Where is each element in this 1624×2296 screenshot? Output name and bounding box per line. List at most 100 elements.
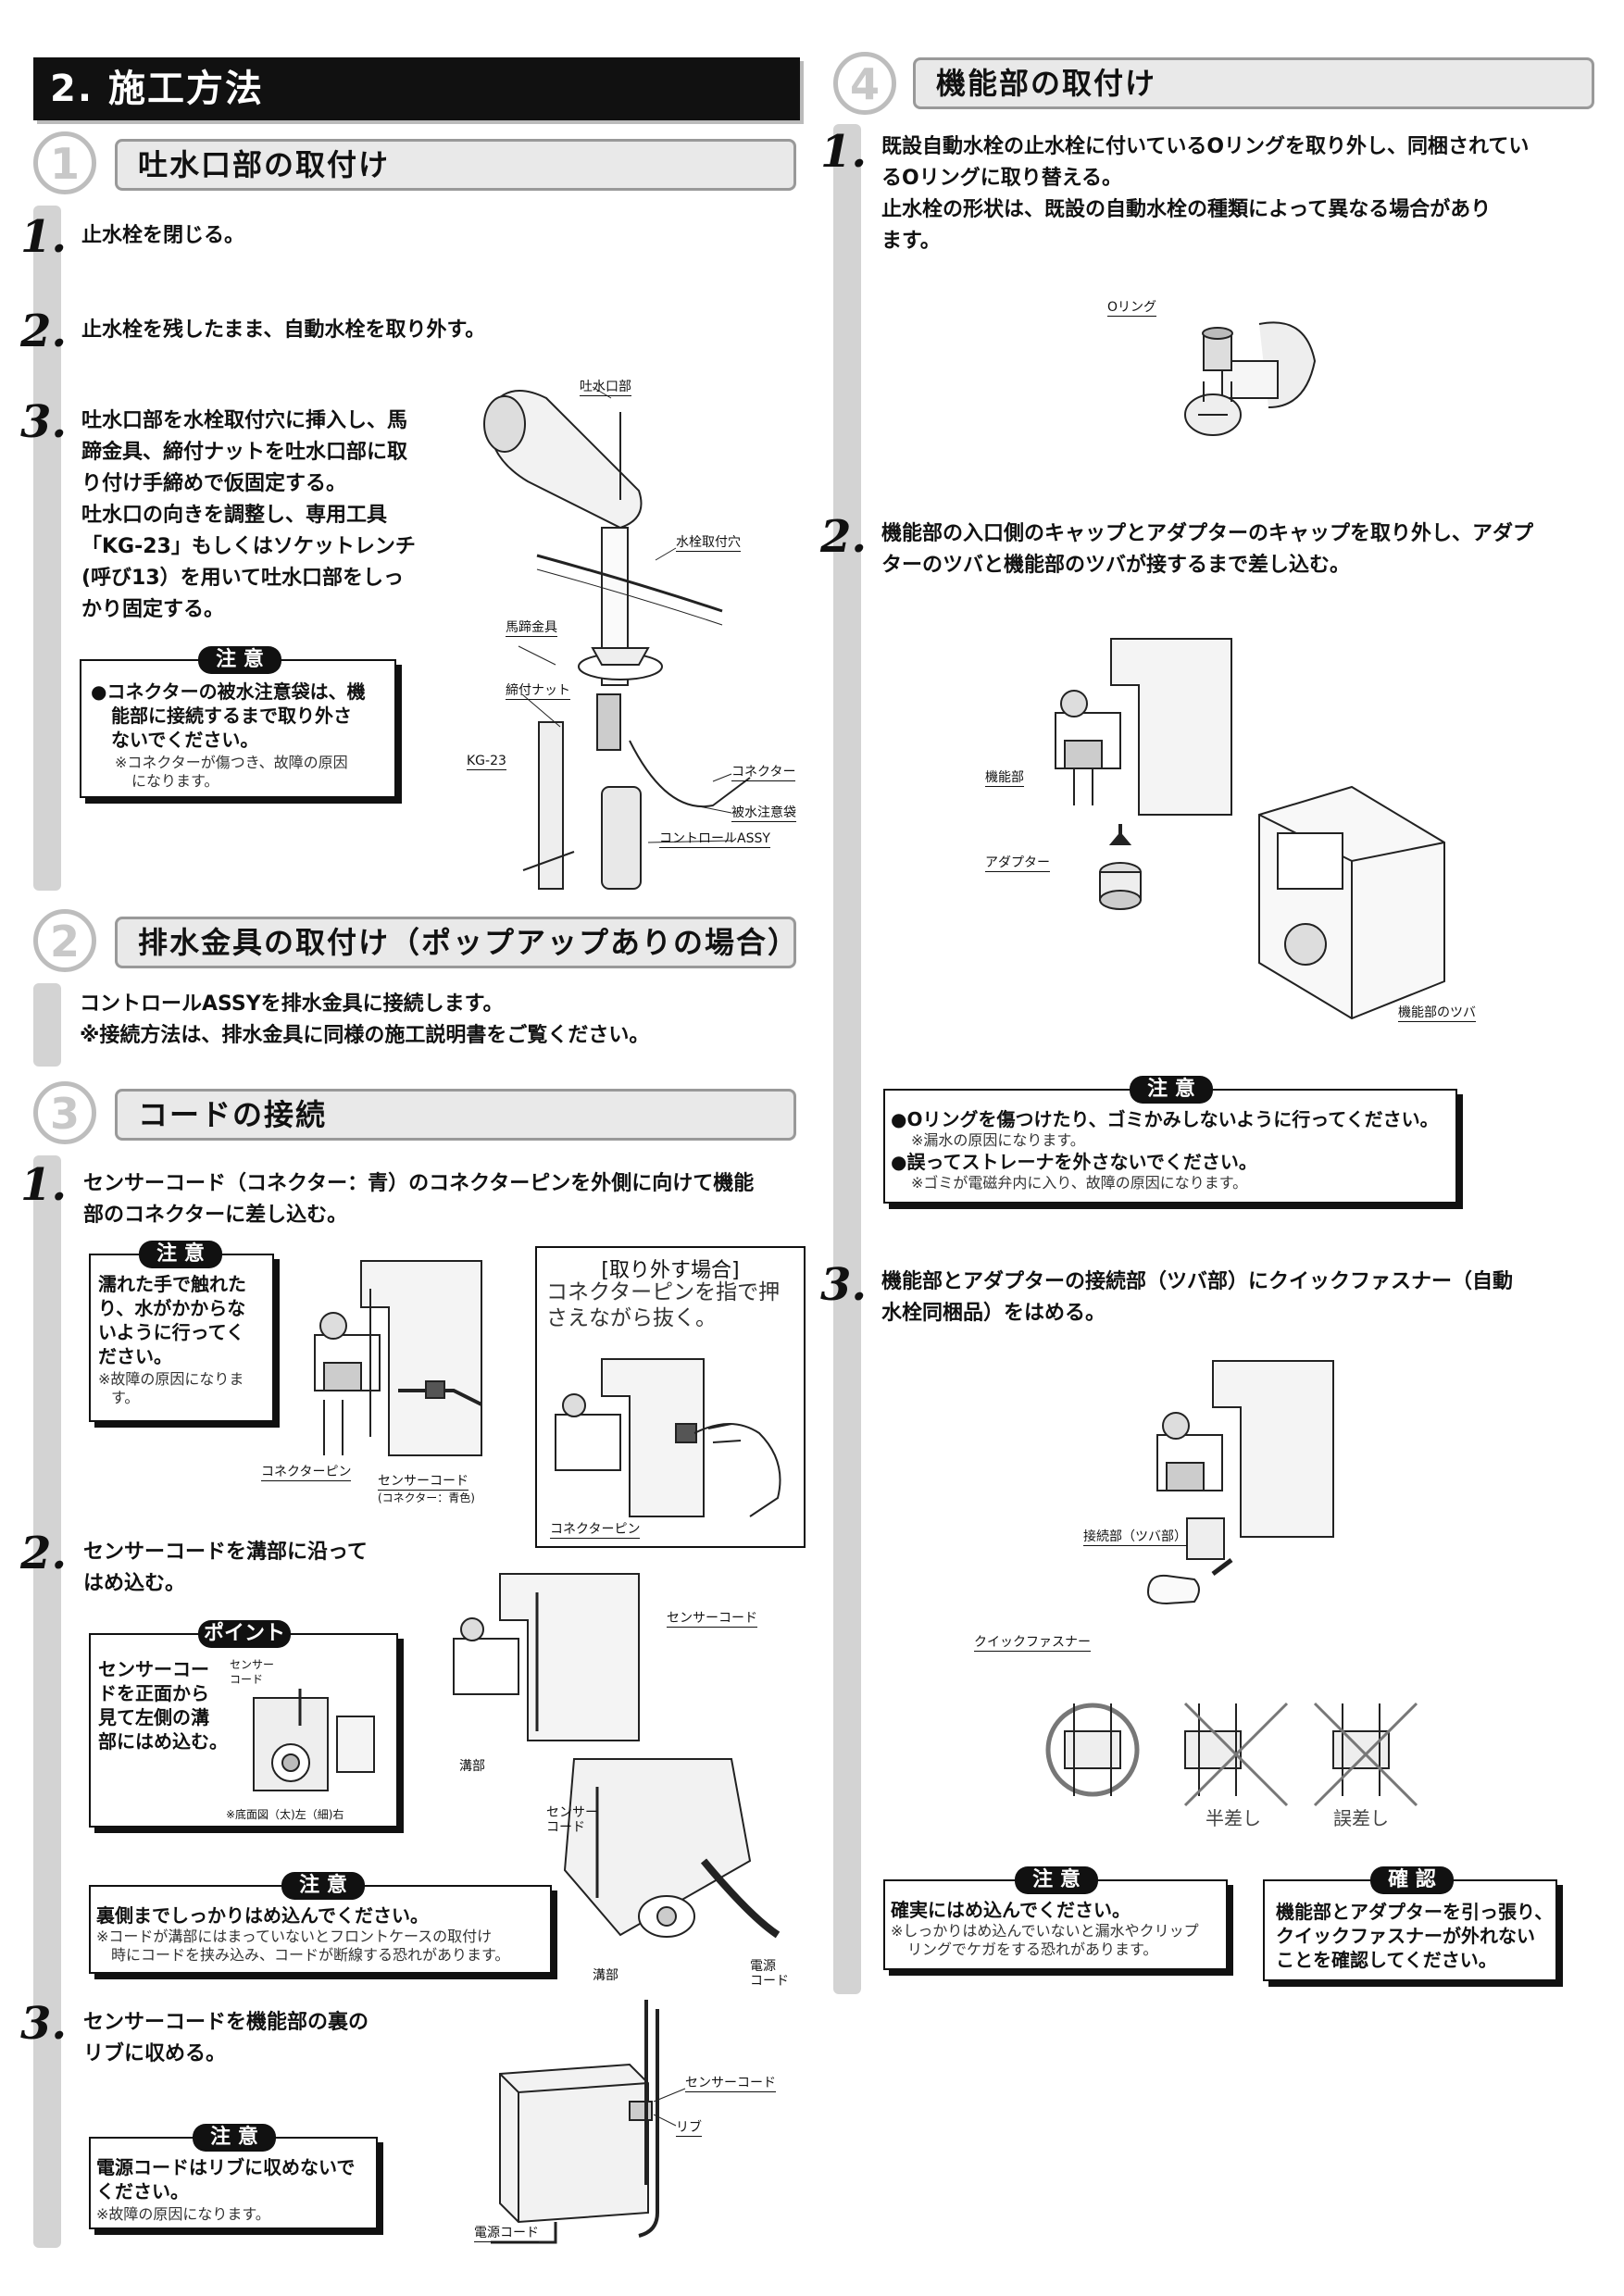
fastener-illustration <box>1146 1360 1334 1605</box>
point-box: ポイント センサーコー ドを正面から 見て左側の溝 部にはめ込む。 センサー コ… <box>89 1620 398 1828</box>
remove-title: [取り外す場合] <box>601 1259 740 1282</box>
stop-valve-illustration <box>1184 321 1317 436</box>
caution-text: ●Oリングを傷つけたり、ゴミかみしないように行ってください。 <box>891 1108 1439 1130</box>
label-tool: KG-23 <box>467 754 506 770</box>
spout-install-illustration <box>483 386 751 890</box>
label-horseshoe: 馬蹄金具 <box>506 620 557 637</box>
caution-note: ※漏水の原因になります。 <box>911 1131 1085 1149</box>
step-number: 1. <box>20 211 68 263</box>
label-sensor-cord: センサーコード <box>685 2076 776 2092</box>
caution-tag: 注 意 <box>281 1872 365 1900</box>
caution-note: ※コネクターが傷つき、故障の原因 になります。 <box>115 754 348 790</box>
caution-note: ※故障の原因になります。 <box>96 2205 270 2223</box>
label-adapter: アダプター <box>985 855 1050 872</box>
section-rail-3 <box>33 1155 61 2248</box>
label-power-cord: 電源コード <box>474 2226 539 2242</box>
label-groove-2: 溝部 <box>593 1968 618 1983</box>
caution-tag: 注 意 <box>1015 1866 1098 1894</box>
point-small-label: センサー コード <box>230 1658 275 1686</box>
caution-note: ※コードが溝部にはまっていないとフロントケースの取付け 時にコードを挟み込み、コ… <box>96 1928 510 1964</box>
label-connector-pin: コネクターピン <box>261 1465 352 1481</box>
step-number: 3. <box>820 1259 868 1311</box>
section-title-2: 排水金具の取付け（ポップアップありの場合） <box>115 917 797 968</box>
label-hole: 水栓取付穴 <box>676 535 741 552</box>
caution-box: 注 意 裏側までしっかりはめ込んでください。 ※コードが溝部にはまっていないとフ… <box>89 1872 552 1974</box>
remove-text: コネクターピンを指で押 さえながら抜く。 <box>546 1280 781 1330</box>
label-fastener: クイックファスナー <box>974 1635 1091 1652</box>
caution-text: 濡れた手で触れた り、水がかからな いように行ってく ださい。 <box>98 1273 246 1367</box>
label-joint: 接続部（ツバ部） <box>1083 1529 1187 1546</box>
section-title-3: コードの接続 <box>115 1089 796 1141</box>
label-sensor-cord-2: センサー コード <box>546 1805 598 1835</box>
groove-illustration <box>453 1573 781 1939</box>
step-text: 止水栓を閉じる。 <box>81 224 245 247</box>
step-text: センサーコードを溝部に沿って はめ込む。 <box>83 1541 368 1595</box>
caution-box: 注 意 ●コネクターの被水注意袋は、機 能部に接続するまで取り外さ ないでくださ… <box>80 646 396 798</box>
fit-examples-illustration <box>1045 1702 1418 1807</box>
section-title-4: 機能部の取付け <box>913 57 1594 109</box>
label-power-cord: 電源 コード <box>750 1959 789 1989</box>
remove-illustration <box>555 1358 781 1517</box>
step-text: 既設自動水栓の止水栓に付いているOリングを取り外し、同梱されてい るOリングに取… <box>881 135 1530 253</box>
section-number-2: 2 <box>33 909 96 972</box>
remove-box: [取り外す場合] コネクターピンを指で押 さえながら抜く。 コネクターピン <box>535 1246 806 1548</box>
section-title-1: 吐水口部の取付け <box>115 139 796 191</box>
label-connector: コネクター <box>731 765 796 781</box>
point-footnote: ※底面図（太)左（細)右 <box>226 1808 344 1821</box>
step-number: 3. <box>20 1998 68 2050</box>
step-text: 吐水口部を水栓取付穴に挿入し、馬 蹄金具、締付ナットを吐水口部に取 り付け手締め… <box>81 409 416 621</box>
label-groove: 溝部 <box>459 1759 485 1774</box>
caution-text: 電源コードはリブに収めないで ください。 <box>96 2156 356 2202</box>
confirm-text: 機能部とアダプターを引っ張り、 クイックファスナーが外れない ことを確認してくだ… <box>1276 1901 1554 1971</box>
confirm-box: 確 認 機能部とアダプターを引っ張り、 クイックファスナーが外れない ことを確認… <box>1263 1866 1557 1981</box>
caution-tag: 注 意 <box>139 1241 222 1268</box>
bottom-view-illustration <box>253 1689 375 1791</box>
caution-box: 注 意 ●Oリングを傷つけたり、ゴミかみしないように行ってください。 ※漏水の原… <box>883 1076 1457 1204</box>
label-spout: 吐水口部 <box>580 380 631 396</box>
confirm-tag: 確 認 <box>1370 1866 1454 1894</box>
caution-box: 注 意 濡れた手で触れた り、水がかからな いように行ってく ださい。 ※故障の… <box>89 1241 274 1422</box>
connector-insert-illustration <box>314 1260 482 1456</box>
point-text: センサーコー ドを正面から 見て左側の溝 部にはめ込む。 <box>98 1658 228 1753</box>
label-sensor-cord: センサーコード <box>667 1611 757 1628</box>
caution-note: ※しっかりはめ込んでいないと漏水やクリップ リングでケガをする恐れがあります。 <box>891 1922 1199 1958</box>
caution-box: 注 意 電源コードはリブに収めないで ください。 ※故障の原因になります。 <box>89 2124 378 2229</box>
step-number: 2. <box>20 1528 68 1579</box>
step-number: 2. <box>20 306 68 357</box>
step-text: 機能部の入口側のキャップとアダプターのキャップを取り外し、アダプ ターのツバと機… <box>881 522 1534 577</box>
page-title: 2. 施工方法 <box>33 57 800 120</box>
label-control: コントロールASSY <box>659 831 770 848</box>
section-rail-4 <box>833 124 861 1994</box>
label-flange: 機能部のツバ <box>1398 1005 1476 1022</box>
section-rail-2 <box>33 983 61 1067</box>
section-number-1: 1 <box>33 131 96 194</box>
step-number: 2. <box>820 511 868 563</box>
label-half: 半差し <box>1206 1807 1261 1829</box>
label-nut: 締付ナット <box>506 683 570 700</box>
label-sensor-cord: センサーコード <box>378 1474 468 1491</box>
step-text: センサーコード（コネクター：青）のコネクターピンを外側に向けて機能 部のコネクタ… <box>83 1172 755 1227</box>
label-bag: 被水注意袋 <box>731 805 796 822</box>
section-text: コントロールASSYを排水金具に接続します。 ※接続方法は、排水金具に同様の施工… <box>80 992 650 1047</box>
section-number-3: 3 <box>33 1081 96 1144</box>
adapter-insert-illustration <box>1055 638 1445 1020</box>
label-sensor-cord-sub: (コネクター：青色) <box>378 1491 475 1504</box>
caution-tag: 注 意 <box>198 646 281 674</box>
caution-box: 注 意 確実にはめ込んでください。 ※しっかりはめ込んでいないと漏水やクリップ … <box>883 1866 1228 1970</box>
label-connector-pin: コネクターピン <box>550 1522 641 1539</box>
label-rib: リブ <box>676 2120 702 2137</box>
caution-text: 裏側までしっかりはめ込んでください。 <box>96 1904 429 1927</box>
section-rail-1 <box>33 206 61 891</box>
rib-illustration <box>491 2000 686 2244</box>
caution-note: ※ゴミが電磁弁内に入り、故障の原因になります。 <box>911 1174 1248 1192</box>
caution-text: ●コネクターの被水注意袋は、機 能部に接続するまで取り外さ ないでください。 <box>91 680 366 751</box>
section-number-4: 4 <box>833 52 896 115</box>
step-text: 止水栓を残したまま、自動水栓を取り外す。 <box>81 318 486 342</box>
step-text: 機能部とアダプターの接続部（ツバ部）にクイックファスナー（自動 水栓同梱品）をは… <box>881 1270 1514 1325</box>
step-number: 1. <box>820 126 868 178</box>
label-oring: Oリング <box>1107 300 1157 317</box>
label-wrong: 誤差し <box>1333 1807 1389 1829</box>
label-unit: 機能部 <box>985 770 1024 787</box>
point-tag: ポイント <box>198 1620 291 1648</box>
caution-tag: 注 意 <box>193 2124 276 2152</box>
